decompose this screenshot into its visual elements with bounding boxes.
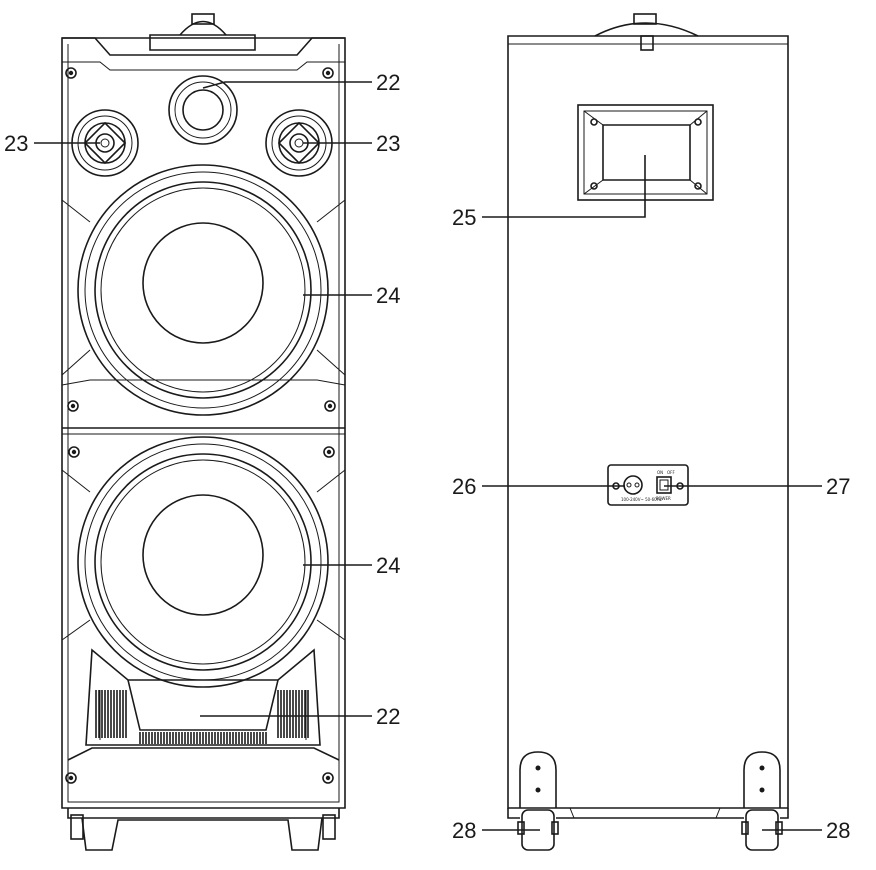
callout-23-right: 23	[303, 131, 400, 156]
power-switch	[656, 476, 672, 494]
rear-cabinet	[507, 35, 789, 809]
callout-label-22-bottom: 22	[376, 704, 400, 729]
callout-label-25: 25	[452, 205, 476, 230]
callout-label-23-left: 23	[4, 131, 28, 156]
front-cabinet	[61, 37, 346, 809]
callout-label-23-right: 23	[376, 131, 400, 156]
callout-28-right: 28	[762, 818, 850, 843]
callout-24-upper: 24	[303, 283, 400, 308]
grille-left	[95, 690, 127, 738]
front-top-handle	[149, 13, 256, 51]
woofer-upper	[77, 164, 329, 416]
grille-right	[277, 690, 309, 738]
callout-label-27: 27	[826, 474, 850, 499]
callout-27: 27	[664, 474, 850, 499]
callout-26: 26	[452, 474, 625, 499]
callout-label-28-right: 28	[826, 818, 850, 843]
callout-28-left: 28	[452, 818, 540, 843]
front-bottom-light	[67, 648, 340, 761]
callout-24-lower: 24	[303, 553, 400, 578]
rear-top-handle	[594, 13, 699, 51]
rear-wheel-right	[741, 751, 783, 851]
callout-label-22-top: 22	[376, 70, 400, 95]
callout-22-bottom: 22	[200, 704, 400, 729]
callout-25: 25	[452, 155, 646, 230]
switch-marking: POWER	[656, 496, 671, 501]
callout-label-24-lower: 24	[376, 553, 400, 578]
callout-label-24-upper: 24	[376, 283, 400, 308]
rear-view: 100-240V~ 50-60Hz ON OFF POWER	[507, 13, 789, 851]
front-screws	[65, 67, 336, 784]
grille-bottom	[139, 732, 267, 744]
callout-label-26: 26	[452, 474, 476, 499]
front-feet	[67, 808, 340, 851]
front-top-light	[168, 75, 238, 145]
ac-input-socket	[623, 475, 643, 495]
ac-input-marking: 100-240V~ 50-60Hz	[621, 497, 662, 502]
callout-label-28-left: 28	[452, 818, 476, 843]
switch-off-marking: OFF	[667, 470, 675, 475]
woofer-lower	[77, 436, 329, 688]
rear-power-panel: 100-240V~ 50-60Hz ON OFF POWER	[607, 464, 689, 506]
front-view	[61, 13, 346, 851]
callouts: 22 23 23 24 24 22 25 26	[4, 70, 850, 843]
callout-23-left: 23	[4, 131, 100, 156]
switch-on-marking: ON	[657, 470, 663, 475]
callout-22-top: 22	[202, 70, 400, 95]
rear-wheel-left	[517, 751, 559, 851]
